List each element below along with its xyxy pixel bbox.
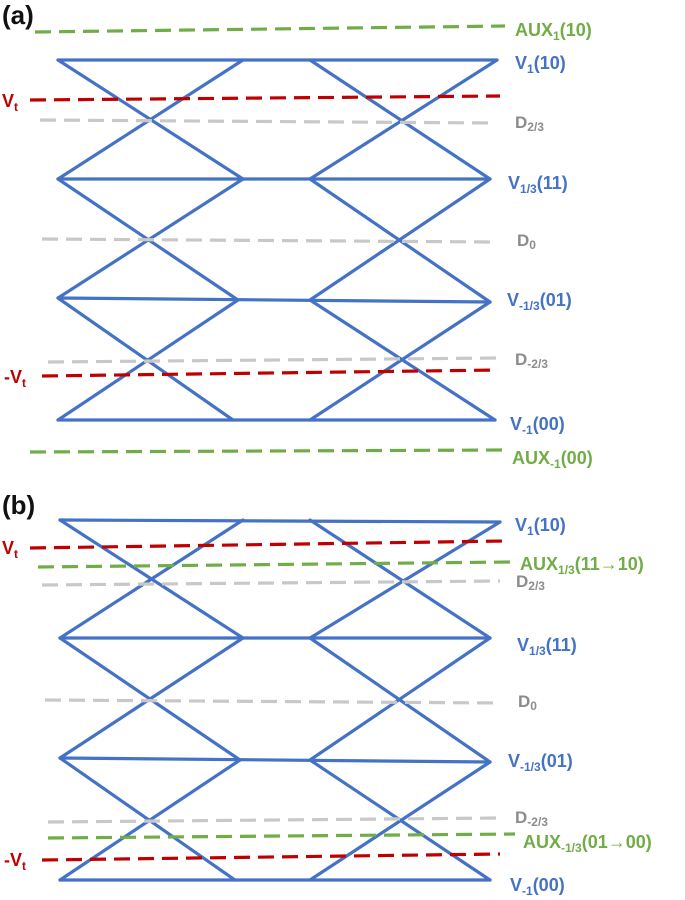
label-vm13: V-1/3(01) [507, 290, 572, 313]
panel-b-eye-pattern [58, 518, 502, 882]
label-aux-top: AUX1(10) [515, 20, 592, 43]
label-aux-upper: AUX1/3(11→10) [520, 554, 644, 577]
label-vm1: V-1(00) [510, 414, 565, 437]
decision-level-line [47, 356, 501, 364]
vt-threshold-line [29, 94, 501, 102]
panel-b: (b) V1(10) Vt AUX1/3(11 [2, 490, 652, 898]
aux-level-line [34, 24, 506, 34]
label-d0: D0 [517, 231, 536, 252]
label-aux-bottom: AUX-1(00) [512, 448, 593, 471]
transition-line [58, 518, 245, 640]
neg-vt-threshold-line [41, 368, 499, 378]
label-d23: D2/3 [515, 113, 544, 134]
label-vm1: V-1(00) [510, 875, 565, 898]
panel-a: (a) AUX1(10) [2, 0, 593, 471]
level-line-v1 [58, 518, 502, 524]
aux-level-line [47, 832, 516, 840]
label-aux-lower: AUX-1/3(01→00) [523, 832, 652, 855]
panel-a-label: (a) [2, 0, 34, 30]
decision-level-line [47, 816, 501, 824]
label-d23: D2/3 [516, 572, 545, 593]
transition-line [58, 636, 245, 760]
aux-level-line [29, 448, 506, 454]
label-dm23: D-2/3 [515, 350, 548, 371]
label-vt: Vt [2, 538, 18, 561]
level-line-vm13 [56, 296, 492, 304]
label-neg-vt: -Vt [4, 367, 26, 390]
label-vt: Vt [2, 91, 18, 114]
decision-level-line [41, 237, 496, 244]
level-line-vm13 [58, 756, 492, 764]
label-d0: D0 [518, 692, 537, 713]
transition-line [58, 756, 237, 882]
aux-level-line [37, 560, 513, 569]
decision-level-line [44, 698, 501, 705]
transition-line [308, 58, 499, 181]
label-v1: V1(10) [515, 53, 566, 76]
transition-line [56, 296, 235, 422]
label-v13: V1/3(11) [508, 173, 568, 196]
label-dm23: D-2/3 [515, 808, 548, 829]
label-v13: V1/3(11) [517, 635, 577, 658]
transition-line [308, 300, 492, 422]
panel-b-label: (b) [2, 490, 35, 520]
decision-level-line [41, 579, 501, 587]
transition-line [308, 58, 492, 181]
label-vm13: V-1/3(01) [508, 751, 573, 774]
transition-line [308, 760, 492, 882]
transition-line [308, 177, 492, 302]
vt-threshold-line [29, 539, 506, 550]
label-neg-vt: -Vt [4, 850, 26, 873]
decision-level-line [39, 118, 496, 125]
transition-line [308, 518, 492, 640]
transition-line [308, 636, 492, 762]
neg-vt-threshold-line [41, 852, 501, 862]
label-v1: V1(10) [515, 515, 566, 538]
